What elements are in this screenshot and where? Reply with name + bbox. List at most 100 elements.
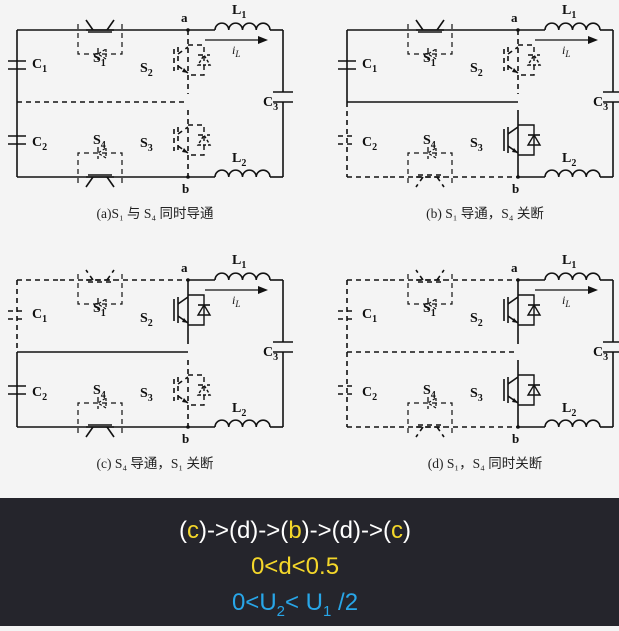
node-b: b bbox=[182, 431, 189, 446]
label-s1: S1 bbox=[423, 301, 436, 319]
collector bbox=[507, 376, 519, 385]
label-s2: S2 bbox=[140, 61, 153, 79]
label-l1: L1 bbox=[562, 253, 576, 271]
label-l1: L1 bbox=[232, 253, 246, 271]
diode-loop bbox=[77, 152, 123, 183]
label-c2: C2 bbox=[362, 385, 377, 403]
node-b: b bbox=[512, 181, 519, 196]
label-s2: S2 bbox=[140, 311, 153, 329]
label-c2: C2 bbox=[362, 135, 377, 153]
coil bbox=[214, 22, 271, 31]
junction-b bbox=[186, 425, 190, 429]
sequence-part-0: ( bbox=[179, 517, 187, 544]
s2-diode-loop bbox=[188, 294, 205, 326]
voltage-part-0: 0< bbox=[232, 589, 259, 616]
diode-loop bbox=[407, 274, 453, 305]
emitter-arrow bbox=[182, 318, 188, 323]
label-s3: S3 bbox=[470, 386, 483, 404]
emitter-arrow bbox=[512, 68, 518, 73]
label-l1: L1 bbox=[232, 3, 246, 21]
node-a: a bbox=[511, 260, 518, 275]
voltage-part-2: 2 bbox=[277, 603, 285, 620]
diode-loop bbox=[407, 24, 453, 55]
diode-loop bbox=[407, 402, 453, 433]
mode-sequence: (c)->(d)->(b)->(d)->(c) bbox=[179, 517, 411, 544]
annotation-band: (c)->(d)->(b)->(d)->(c) 0<d<0.5 0<U2< U1… bbox=[0, 498, 619, 626]
label-s1: S1 bbox=[93, 51, 106, 69]
switch-s4 bbox=[407, 146, 453, 188]
label-c3: C3 bbox=[593, 345, 608, 363]
junction-a bbox=[516, 278, 520, 282]
inductor-l1 bbox=[544, 22, 601, 31]
sequence-part-2: )->(d)->( bbox=[199, 517, 288, 544]
s3-diode-loop bbox=[188, 374, 205, 406]
inductor-l2 bbox=[214, 419, 271, 428]
capacitor-c2 bbox=[338, 385, 356, 395]
capacitor-c1 bbox=[8, 60, 26, 70]
diode-tri bbox=[96, 396, 107, 410]
collector bbox=[85, 426, 94, 438]
emitter-arrow bbox=[512, 318, 518, 323]
diode-tri bbox=[426, 297, 437, 311]
junction-a bbox=[186, 278, 190, 282]
collector bbox=[415, 269, 424, 281]
diode-loop bbox=[77, 274, 123, 305]
label-l2: L2 bbox=[232, 401, 246, 419]
junction-a bbox=[186, 28, 190, 32]
switch-s3 bbox=[503, 376, 542, 404]
label-c3: C3 bbox=[263, 345, 278, 363]
label-s2: S2 bbox=[470, 61, 483, 79]
emitter bbox=[106, 176, 115, 188]
label-il: iL bbox=[562, 293, 570, 309]
emitter bbox=[436, 426, 445, 438]
annotation-svg: (c)->(d)->(b)->(d)->(c) 0<d<0.5 0<U2< U1… bbox=[179, 517, 411, 620]
label-l2: L2 bbox=[562, 401, 576, 419]
node-b: b bbox=[182, 181, 189, 196]
switch-s4 bbox=[407, 396, 453, 438]
emitter-arrow bbox=[512, 148, 518, 153]
sequence-part-5: c bbox=[391, 517, 403, 544]
caption-d: (d) S₁，S₄ 同时关断 bbox=[428, 456, 542, 471]
label-c1: C1 bbox=[362, 57, 377, 75]
label-s3: S3 bbox=[140, 136, 153, 154]
switch-s4 bbox=[77, 146, 123, 188]
voltage-part-3: < U bbox=[285, 589, 323, 616]
label-c3: C3 bbox=[263, 95, 278, 113]
label-s3: S3 bbox=[470, 136, 483, 154]
inductor-l1 bbox=[214, 272, 271, 281]
s3-diode-loop bbox=[518, 124, 535, 156]
emitter-arrow bbox=[182, 68, 188, 73]
caption-a: (a)S₁ 与 S₄ 同时导通 bbox=[96, 206, 214, 221]
switch-s2 bbox=[503, 296, 542, 324]
diode-tri bbox=[96, 146, 107, 160]
emitter-arrow bbox=[182, 148, 188, 153]
diode-tri bbox=[426, 396, 437, 410]
diode-tri bbox=[426, 47, 437, 61]
label-s4: S4 bbox=[423, 383, 436, 401]
switch-s1 bbox=[407, 269, 453, 311]
label-c1: C1 bbox=[32, 307, 47, 325]
coil bbox=[214, 169, 271, 178]
voltage-part-5: /2 bbox=[331, 589, 358, 616]
label-s1: S1 bbox=[93, 301, 106, 319]
inductor-l2 bbox=[214, 169, 271, 178]
label-il: iL bbox=[562, 43, 570, 59]
label-il: iL bbox=[232, 43, 240, 59]
switch-s1 bbox=[77, 19, 123, 61]
label-s4: S4 bbox=[423, 133, 436, 151]
inductor-l1 bbox=[214, 22, 271, 31]
junction-a bbox=[516, 28, 520, 32]
s3-diode-loop bbox=[188, 124, 205, 156]
collector bbox=[415, 426, 424, 438]
coil bbox=[214, 272, 271, 281]
sequence-part-6: ) bbox=[403, 517, 411, 544]
emitter bbox=[436, 269, 445, 281]
collector bbox=[507, 296, 519, 305]
label-s4: S4 bbox=[93, 133, 106, 151]
collector bbox=[85, 176, 94, 188]
node-b: b bbox=[512, 431, 519, 446]
